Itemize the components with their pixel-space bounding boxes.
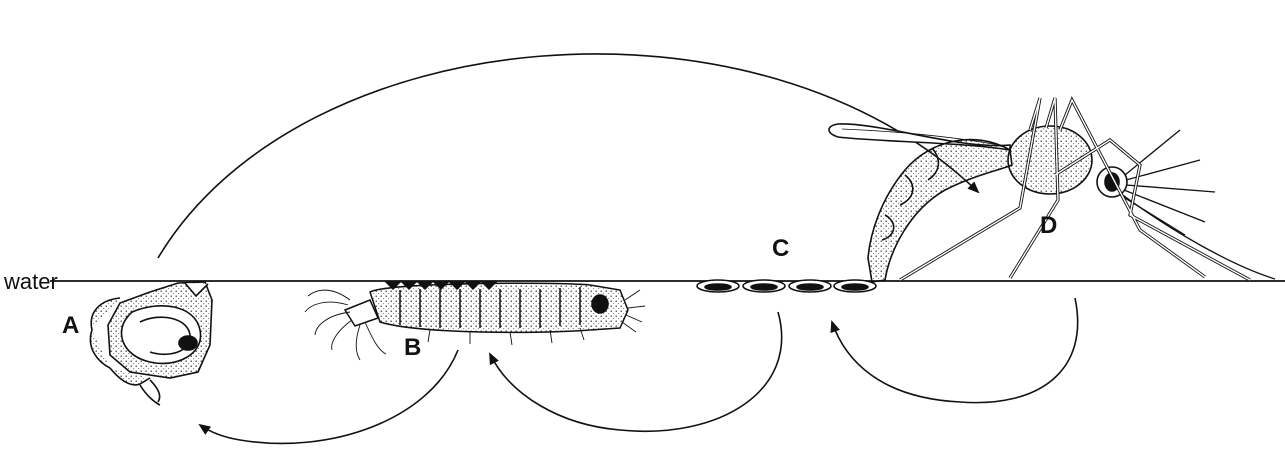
cycle-arrows	[158, 54, 1078, 444]
stage-label-d: D	[1040, 214, 1057, 238]
larva-illustration	[305, 281, 645, 360]
abdomen	[868, 140, 1012, 282]
stage-label-a: A	[62, 314, 79, 338]
arrow-adult-to-eggs	[832, 298, 1078, 403]
arrow-larva-to-pupa	[200, 350, 458, 443]
pupa-illustration	[90, 282, 212, 405]
water-label: water	[4, 271, 58, 293]
stage-label-b: B	[404, 336, 421, 360]
stage-label-c: C	[772, 237, 789, 261]
adult-mosquito-illustration	[829, 98, 1275, 282]
arrow-pupa-to-adult	[158, 54, 978, 258]
